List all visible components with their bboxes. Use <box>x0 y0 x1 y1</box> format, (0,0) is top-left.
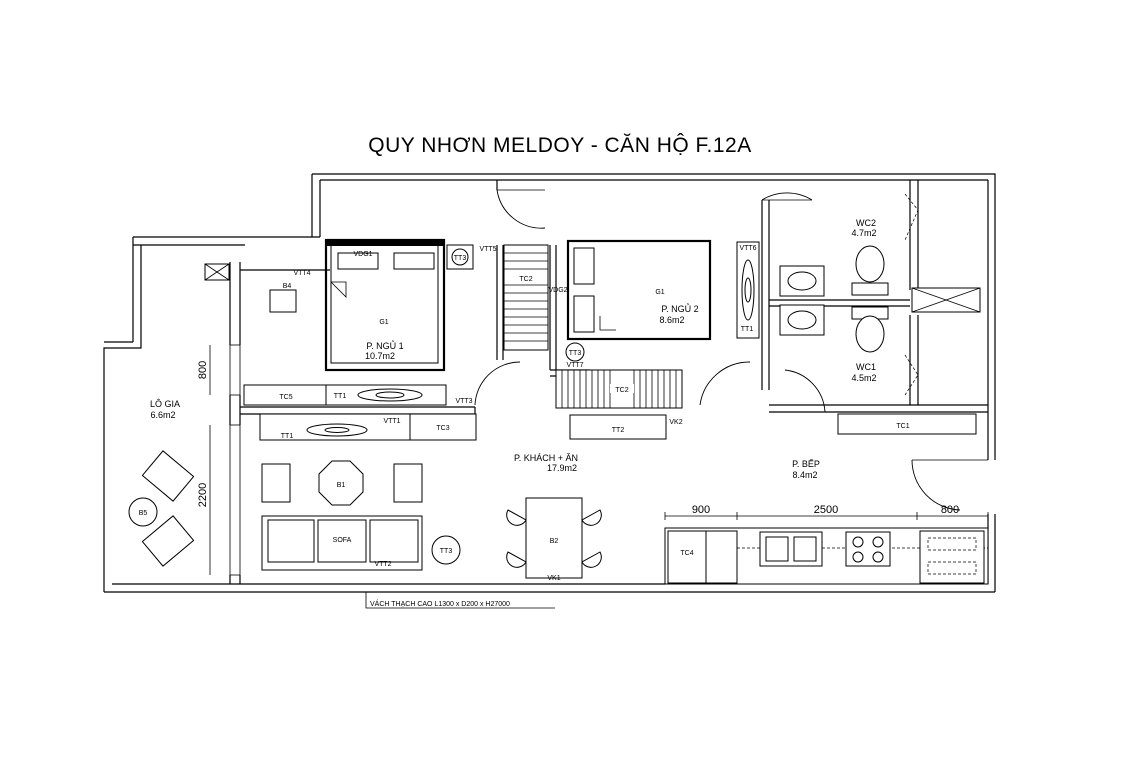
log-gia-room: LÔ GIA 6.6m2 B5 800 2200 <box>128 263 230 575</box>
living-area: 17.9m2 <box>547 463 577 473</box>
wc1-area: 4.5m2 <box>851 373 876 383</box>
wc1-name: WC1 <box>856 362 876 372</box>
outer-walls <box>103 173 996 593</box>
vk2-label: VK2 <box>669 419 682 426</box>
tt1-wc-label: TT1 <box>741 326 754 333</box>
doors <box>474 189 988 511</box>
vtt6-label: VTT6 <box>739 245 756 252</box>
table-b5-label: B5 <box>139 510 148 517</box>
vdg2-label: VDG2 <box>548 287 567 294</box>
tt3-a-label: TT3 <box>454 255 467 262</box>
bedroom1-area: 10.7m2 <box>365 351 395 361</box>
living-name: P. KHÁCH + ĂN <box>514 453 578 463</box>
wardrobe-tc2-a: TC2 <box>503 244 549 351</box>
tt1-a-label: TT1 <box>334 393 347 400</box>
dim-2200: 2200 <box>197 483 209 507</box>
coffee-table-b1-label: B1 <box>337 482 346 489</box>
bedroom-2: VDG2 G1 P. NGỦ 2 8.6m2 VTT6 TT1 TT3 VTT7… <box>548 239 760 440</box>
vtt2-label: VTT2 <box>374 561 391 568</box>
bedroom2-area: 8.6m2 <box>659 315 684 325</box>
partition-note: VÁCH THẠCH CAO L1300 x D200 x H27000 <box>365 592 555 609</box>
vtt1-label: VTT1 <box>383 418 400 425</box>
wc2-area: 4.7m2 <box>851 228 876 238</box>
partition-note-text: VÁCH THẠCH CAO L1300 x D200 x H27000 <box>370 599 510 608</box>
tt2-label: TT2 <box>612 427 625 434</box>
vtt7-label: VTT7 <box>566 362 583 369</box>
vk1-label: VK1 <box>547 575 560 582</box>
log-gia-area: 6.6m2 <box>150 410 175 420</box>
dim-2500: 2500 <box>814 504 838 516</box>
living-dining: TT1 VTT1 TC3 P. KHÁCH + ĂN 17.9m2 B1 SOF… <box>259 413 602 582</box>
log-gia-name: LÔ GIA <box>150 399 180 409</box>
sofa-label: SOFA <box>333 537 352 544</box>
dim-900: 900 <box>692 504 710 516</box>
plan-title: QUY NHƠN MELDOY - CĂN HỘ F.12A <box>368 134 751 157</box>
vtt3-label: VTT3 <box>455 398 472 405</box>
tt3-c-label: TT3 <box>440 548 453 555</box>
dining-table-b2-label: B2 <box>550 538 559 545</box>
kitchen-area: 8.4m2 <box>792 470 817 480</box>
dim-800-left: 800 <box>197 361 209 379</box>
desk-b4-label: B4 <box>283 283 292 290</box>
bedroom2-name: P. NGỦ 2 <box>661 303 698 314</box>
tc4-label: TC4 <box>680 550 693 557</box>
bed-g1-b-label: G1 <box>655 289 664 296</box>
tc2-b-label: TC2 <box>615 387 628 394</box>
vtt4-label: VTT4 <box>293 270 310 277</box>
wc-rooms: WC2 4.7m2 WC1 4.5m2 TC1 <box>779 218 981 435</box>
tt3-b-label: TT3 <box>569 350 582 357</box>
tc3-label: TC3 <box>436 425 449 432</box>
tc5-label: TC5 <box>279 394 292 401</box>
tc2-a-label: TC2 <box>519 276 532 283</box>
vdg1-label: VDG1 <box>353 251 372 258</box>
wc2-name: WC2 <box>856 218 876 228</box>
bedroom1-name: P. NGỦ 1 <box>366 340 403 351</box>
tt1-b-label: TT1 <box>281 433 294 440</box>
dim-800-right: 800 <box>941 504 959 516</box>
bed-g1-label: G1 <box>379 319 388 326</box>
kitchen: P. BẾP 8.4m2 900 2500 800 TC4 <box>664 459 989 585</box>
kitchen-name: P. BẾP <box>792 459 820 469</box>
bedroom-1: VDG1 G1 P. NGỦ 1 10.7m2 TT3 VTT5 VTT4 B4… <box>243 238 497 406</box>
vtt5-label: VTT5 <box>479 246 496 253</box>
tc1-label: TC1 <box>896 423 909 430</box>
